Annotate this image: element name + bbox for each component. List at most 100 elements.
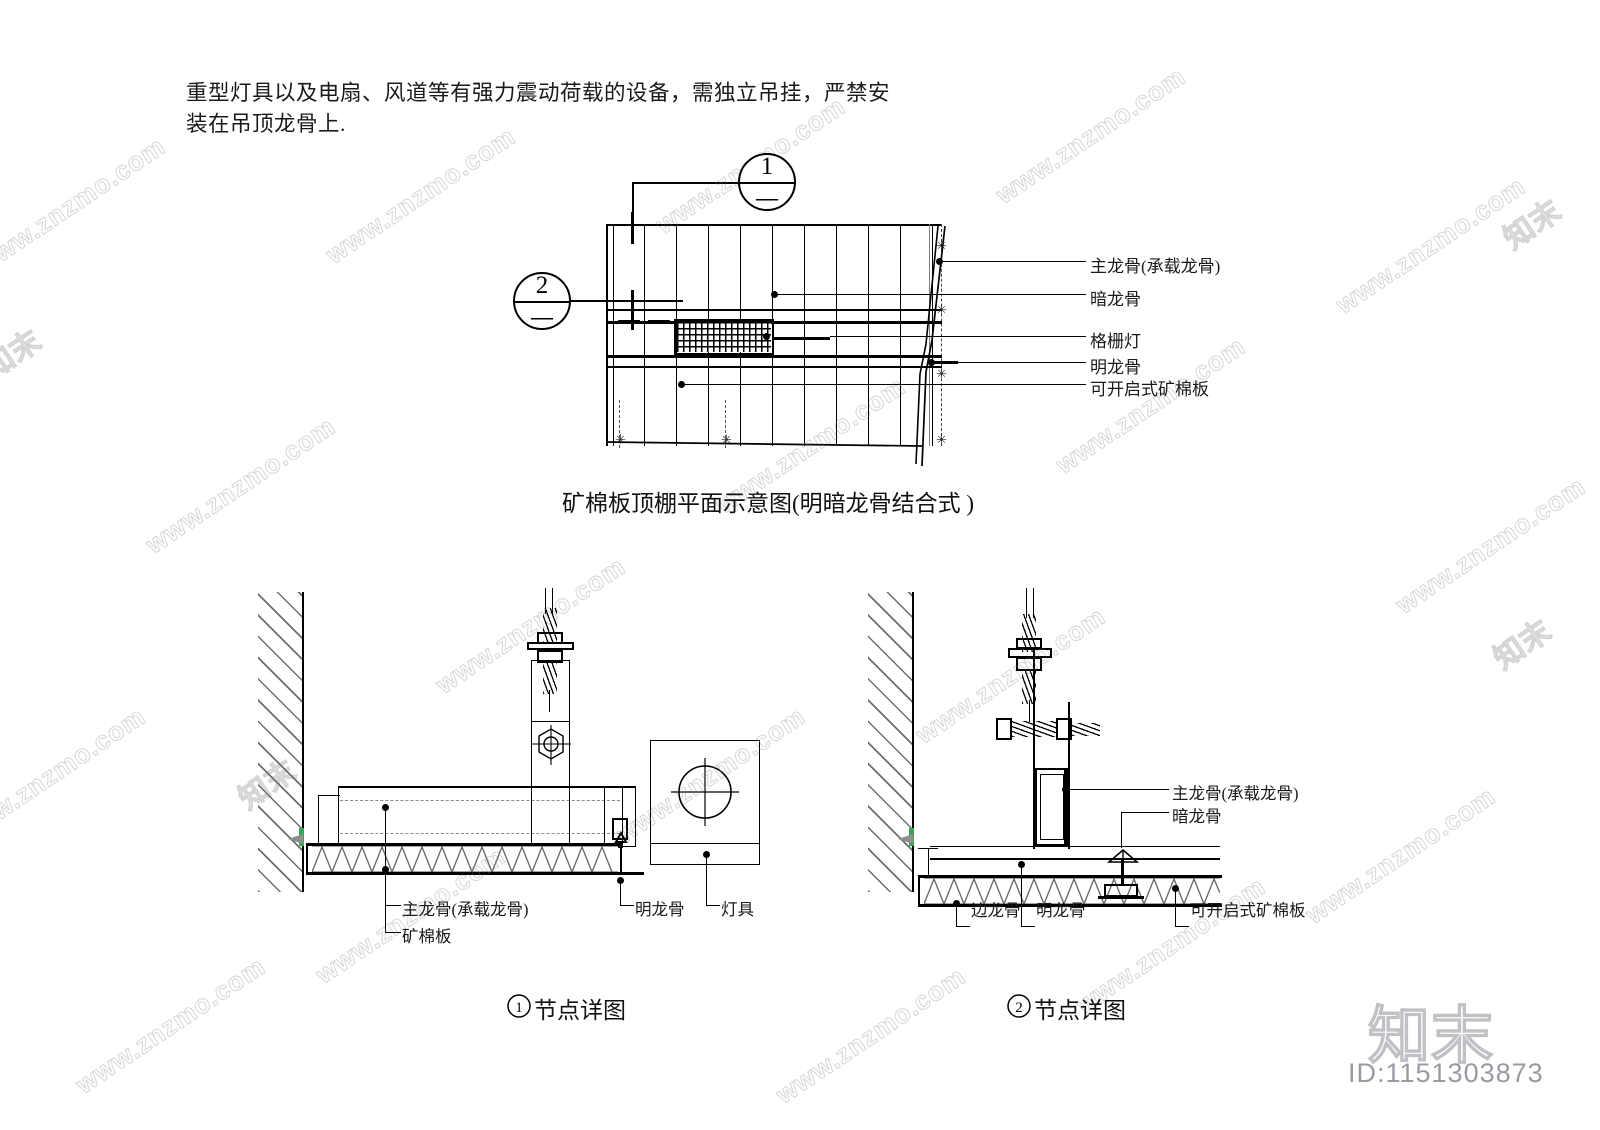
leader-line-v [1175, 888, 1176, 926]
leader-dot [382, 866, 389, 873]
threaded-rod-lower [543, 662, 557, 694]
plan-tile-joint [868, 224, 869, 446]
watermark-text: www.znzmo.com [0, 700, 151, 850]
plan-cut-lines [921, 225, 946, 467]
detail2-caption: 节点详图 [1034, 998, 1126, 1023]
detail2-label-edge-runner: 边龙骨 [971, 901, 1021, 920]
detail-bubble-2[interactable]: 2 — [513, 272, 571, 330]
bubble-divider [515, 301, 569, 303]
threaded-rod-lower [1022, 670, 1036, 704]
mineral-board-hatch [924, 877, 1220, 906]
note-line-1: 重型灯具以及电扇、风道等有强力震动荷载的设备，需独立吊挂，严禁安 [186, 81, 891, 105]
watermark-text: www.znzmo.com [1300, 780, 1501, 930]
leader-line [685, 384, 1086, 385]
plan-top-edge [606, 224, 942, 226]
watermark-text: www.znzmo.com [70, 950, 271, 1100]
leader-line-h [1121, 812, 1169, 813]
leader-line-v2 [385, 905, 386, 933]
rod-tail [1029, 700, 1030, 722]
ceiling-line-lower [930, 858, 1220, 860]
leader-dot [763, 333, 770, 340]
edge-angle-vertical [318, 795, 319, 845]
plan-tile-joint [900, 224, 901, 446]
bubble-sub: — [756, 185, 778, 210]
nut-lower [1016, 657, 1042, 671]
rod-line-a [545, 588, 546, 614]
leader-line [1069, 789, 1169, 790]
runner-clip-top [604, 786, 636, 788]
board-top-edge [918, 875, 1222, 878]
clip-tab [612, 818, 628, 840]
detail1-label-lamp: 灯具 [721, 900, 754, 919]
plan-runner-upper-edge [606, 309, 942, 311]
leader-line-v [620, 880, 621, 906]
plan-caption: 矿棉板顶棚平面示意图(明暗龙骨结合式 ) [562, 491, 975, 516]
main-runner-body [338, 787, 623, 847]
plan-cross-runner-lower [606, 355, 942, 358]
plan-tile-joint [676, 224, 677, 446]
lamp-symbol-icon [671, 758, 739, 826]
board-bottom-edge [918, 904, 1222, 907]
break-mark: ✳ [936, 238, 947, 253]
detail2-label-main-runner: 主龙骨(承载龙骨) [1172, 784, 1299, 803]
detail1-caption: 节点详图 [534, 998, 626, 1023]
watermark-text: www.znzmo.com [1330, 170, 1531, 320]
watermark-text: www.znzmo.com [1390, 470, 1591, 620]
bolt-thread-b [1072, 723, 1100, 736]
plan-runner-lower-edge [606, 366, 942, 368]
lamp-body [650, 740, 760, 865]
bubble-sub: — [531, 304, 553, 329]
leader-line-v [956, 903, 957, 927]
detail1-label-main-runner: 主龙骨(承载龙骨) [402, 900, 529, 919]
detail1-label-mineral-board: 矿棉板 [402, 927, 452, 946]
svg-text:2: 2 [1015, 1000, 1023, 1016]
bolt-thread-a [1012, 721, 1056, 737]
detail2-label-exposed-runner: 明龙骨 [1036, 901, 1086, 920]
bubble1-leader-h [632, 182, 740, 184]
leader-line [778, 294, 1086, 295]
watermark-text: www.znzmo.com [140, 410, 341, 560]
plan-hanger-stub-upper [631, 212, 634, 244]
plan-tile-joint [804, 224, 805, 446]
wall-anchor-arrow [288, 834, 303, 844]
lamp-body-divider [650, 843, 760, 844]
rod-line-a [1026, 588, 1027, 618]
leader-line-h [956, 926, 970, 927]
leader-line [930, 362, 1086, 363]
board-top-edge [306, 843, 622, 846]
plan-tile-joint [836, 224, 837, 446]
plan-label-main-runner: 主龙骨(承载龙骨) [1090, 257, 1221, 276]
leader-dot [678, 381, 685, 388]
wall-face-line [912, 592, 914, 892]
plan-secondary-centerline [619, 400, 620, 448]
bubble2-leader-h [571, 300, 683, 302]
rod-line-b [1033, 588, 1034, 618]
plan-runner-edge [929, 224, 930, 446]
hanger-strap-joint [531, 721, 570, 722]
general-note: 重型灯具以及电扇、风道等有强力震动荷载的设备，需独立吊挂，严禁安 装在吊顶龙骨上… [186, 78, 946, 140]
detail-bubble-1[interactable]: 1 — [738, 153, 796, 211]
detail2-label-concealed-runner: 暗龙骨 [1172, 807, 1222, 826]
bubble-divider [740, 182, 794, 184]
detail2-label-openable-board: 可开启式矿棉板 [1190, 901, 1306, 920]
plan-label-grille-light: 格栅灯 [1090, 332, 1141, 351]
leader-line-v [1121, 812, 1122, 848]
exposed-runner-stem [620, 841, 622, 875]
watermark-text: www.znzmo.com [990, 60, 1191, 210]
nut-upper [1016, 638, 1042, 649]
watermark-brand: 知末 [0, 323, 48, 386]
bolt-head-icon [531, 725, 571, 765]
grille-light-fill [677, 322, 771, 352]
bolt-nut-right [1056, 718, 1072, 740]
leader-line-h [1021, 926, 1035, 927]
leader-line [943, 261, 1086, 262]
plan-tile-joint [644, 224, 645, 446]
leader-dot [936, 258, 943, 265]
concealed-runner-base [1098, 896, 1144, 899]
concealed-runner-stem [1121, 858, 1124, 886]
plan-break-line [915, 225, 939, 465]
drawing-id: ID:1151303873 [1348, 1058, 1544, 1088]
leader-line-h [385, 905, 401, 906]
plan-cross-runner-upper [606, 321, 942, 324]
